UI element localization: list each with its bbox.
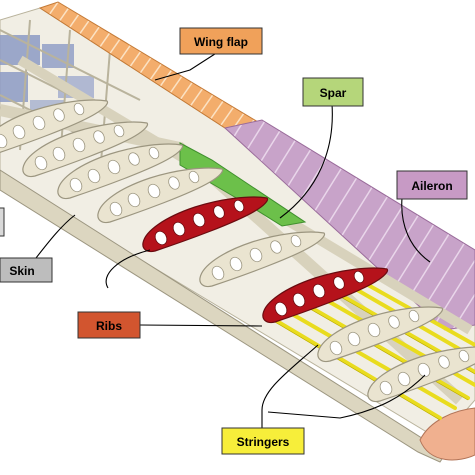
- spar-leader: [279, 103, 333, 219]
- label-aileron: Aileron: [396, 170, 468, 200]
- skin-leader: [35, 214, 76, 259]
- cropped-label-box: [0, 207, 5, 237]
- wing-flap-leader: [154, 51, 219, 81]
- stringers-leader-2: [267, 374, 426, 419]
- ribs-leader: [105, 249, 151, 289]
- label-skin-text: Skin: [9, 264, 34, 278]
- label-stringers-text: Stringers: [237, 435, 290, 449]
- label-spar: Spar: [302, 77, 364, 107]
- label-wing-flap: Wing flap: [179, 27, 263, 55]
- stringers-leader-1: [261, 344, 319, 428]
- wing-tip-cap: [419, 407, 475, 461]
- label-ribs-text: Ribs: [96, 319, 122, 333]
- label-ribs: Ribs: [77, 311, 141, 339]
- label-aileron-text: Aileron: [411, 179, 452, 193]
- ribs-leader-2: [139, 324, 263, 327]
- leader-lines: [35, 51, 431, 428]
- spar-highlight: [179, 142, 307, 227]
- label-stringers: Stringers: [221, 427, 305, 455]
- aileron-leader: [401, 197, 431, 263]
- label-spar-text: Spar: [320, 86, 347, 100]
- label-wing-flap-text: Wing flap: [194, 35, 248, 49]
- label-skin: Skin: [0, 257, 53, 283]
